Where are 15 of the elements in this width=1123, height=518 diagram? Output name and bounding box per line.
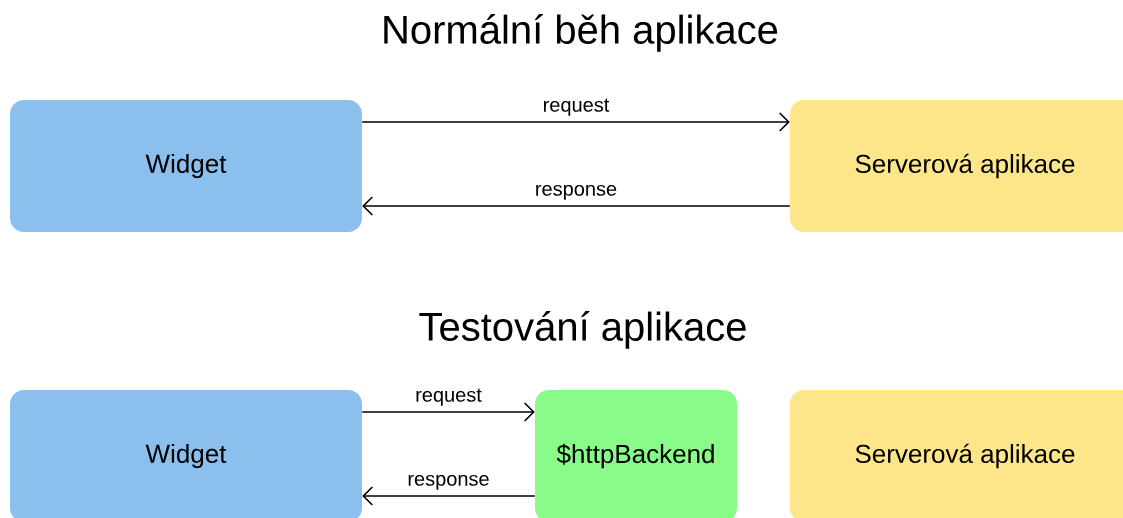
arrow	[361, 402, 535, 422]
heading: Normální běh aplikace	[384, 14, 778, 52]
process-box: Widget	[10, 390, 362, 518]
arrow	[361, 112, 790, 132]
process-box: Widget	[10, 100, 362, 232]
edge-label: response	[408, 474, 489, 490]
edge-label: request	[544, 98, 610, 116]
process-box: Serverová aplikace	[790, 100, 1123, 232]
arrow	[362, 196, 791, 216]
edge-label: request	[416, 388, 482, 406]
heading: Testování aplikace	[419, 311, 746, 349]
process-box: Serverová aplikace	[790, 390, 1123, 518]
edge-label: response	[536, 184, 617, 200]
arrow	[362, 486, 536, 506]
process-box: $httpBackend	[535, 390, 737, 518]
